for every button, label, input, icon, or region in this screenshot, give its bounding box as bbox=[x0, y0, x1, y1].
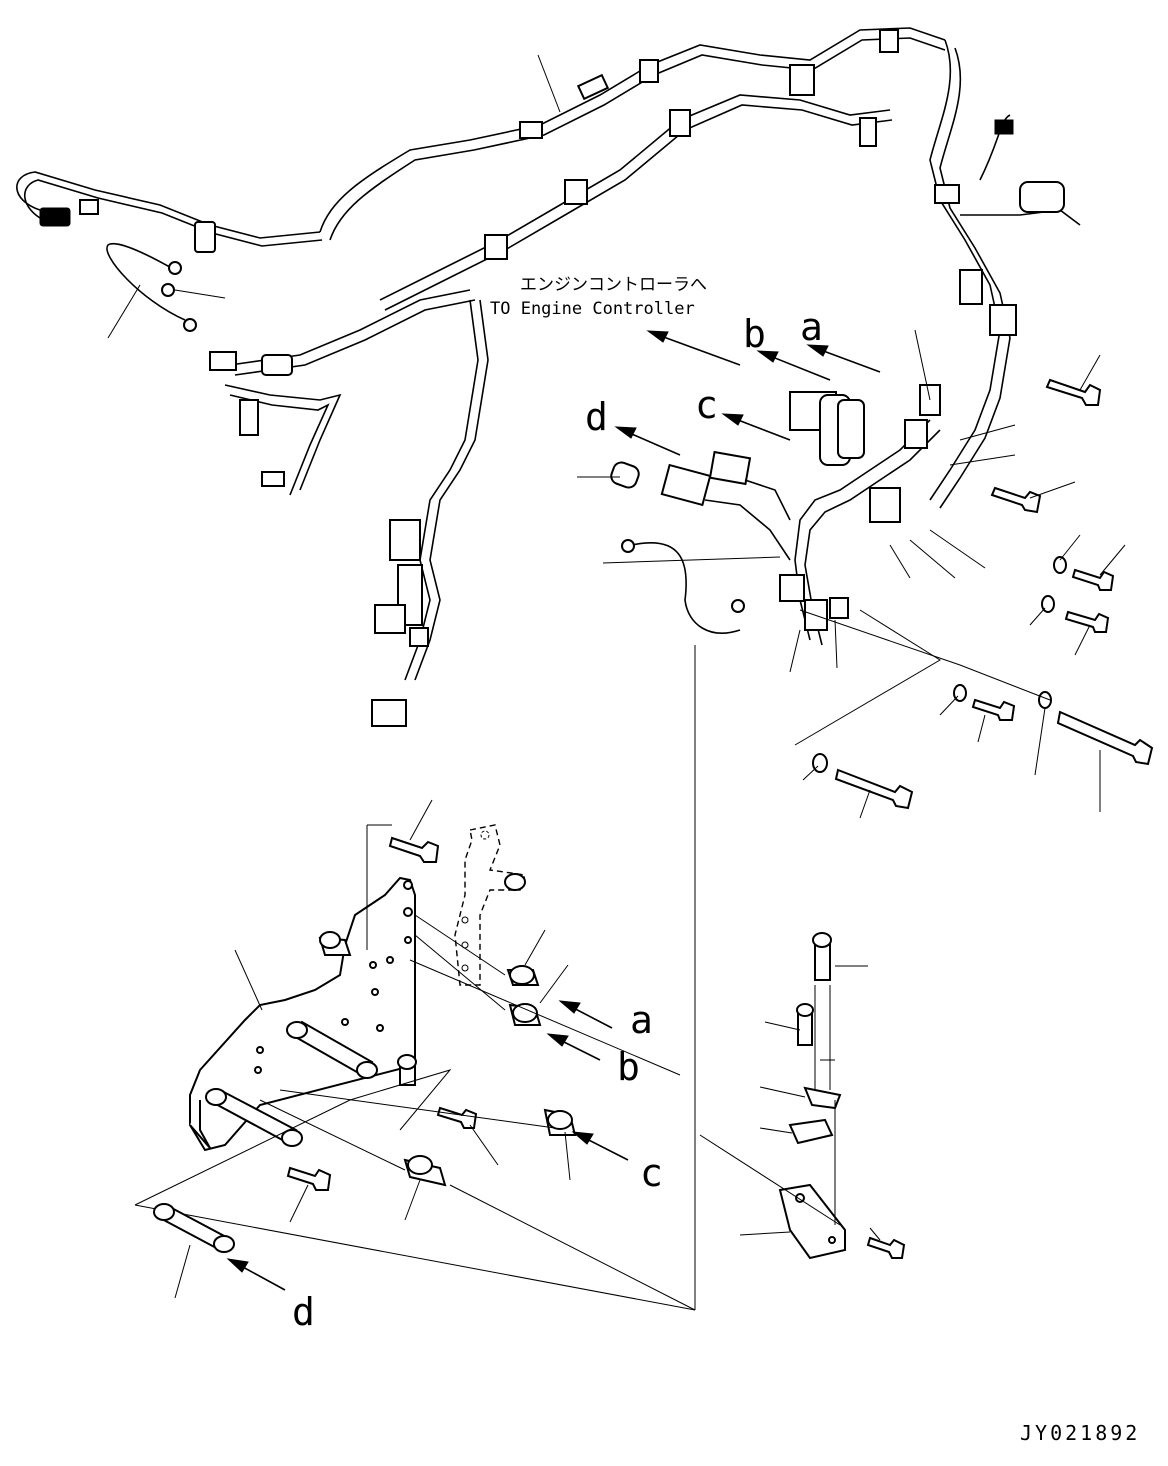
arrow-label-c-upper: c bbox=[695, 383, 718, 427]
labels: エンジンコントローラへ TO Engine Controller a b c d… bbox=[292, 275, 1140, 1445]
direction-arrows bbox=[226, 330, 881, 1291]
arrow-label-d-lower: d bbox=[292, 1290, 315, 1334]
sensor-bracket-assembly bbox=[699, 932, 906, 1260]
note-english: TO Engine Controller bbox=[490, 299, 695, 319]
wiring-harness bbox=[16, 27, 1081, 727]
arrow-label-c-lower: c bbox=[640, 1151, 663, 1195]
arrow-label-b-lower: b bbox=[617, 1045, 640, 1089]
note-japanese: エンジンコントローラへ bbox=[520, 275, 707, 295]
arrow-label-a-lower: a bbox=[630, 998, 653, 1042]
arrow-label-b-upper: b bbox=[743, 312, 766, 356]
drawing-code: JY021892 bbox=[1020, 1421, 1140, 1445]
mounting-bracket-assembly bbox=[134, 799, 696, 1311]
fastener-set-upper-right bbox=[107, 54, 1154, 1311]
arrow-label-a-upper: a bbox=[800, 305, 823, 349]
arrow-label-d-upper: d bbox=[585, 395, 608, 439]
